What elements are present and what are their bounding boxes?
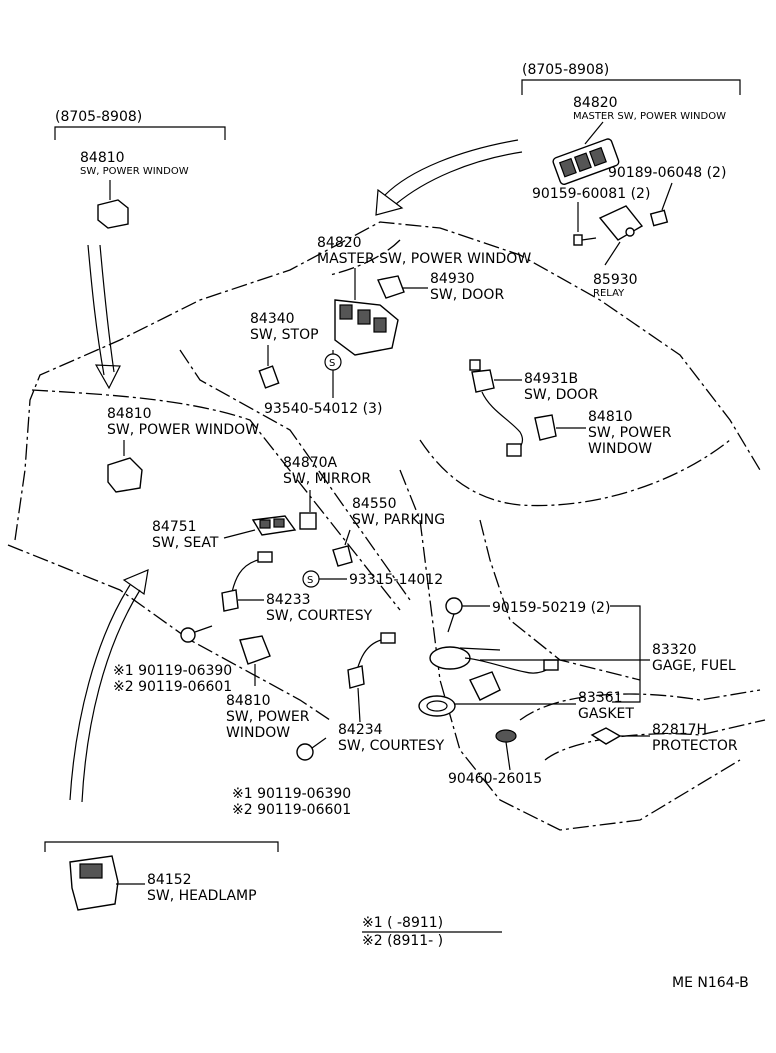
part-number: 84870A xyxy=(283,455,338,471)
part-number: 84930 xyxy=(430,271,475,287)
part-number: 90189-06048 (2) xyxy=(608,165,726,181)
plug-part xyxy=(495,729,517,771)
door-switch-b-part xyxy=(469,359,524,457)
range-bracket-top-right: (8705-8908) xyxy=(521,62,741,95)
svg-text:S: S xyxy=(307,575,313,586)
part-number: 84931B xyxy=(524,371,578,387)
range-bracket-bottom-left xyxy=(44,841,279,852)
parking-switch-part xyxy=(332,529,353,567)
power-window-switch-right-part xyxy=(534,414,586,441)
range-label: (8705-8908) xyxy=(55,109,142,125)
footnote-2: ※2 (8911- ) xyxy=(362,933,443,949)
protector-part xyxy=(590,727,650,745)
master-switch-top-part xyxy=(552,121,620,185)
part-name: SW, DOOR xyxy=(524,387,598,403)
part-number: 84234 xyxy=(338,722,383,738)
part-number: 90159-60081 (2) xyxy=(532,186,650,202)
range-bracket-top-left: (8705-8908) xyxy=(54,109,226,140)
part-name: SW, POWER xyxy=(588,425,672,441)
master-switch-main-part xyxy=(334,268,399,356)
part-name: SW, SEAT xyxy=(152,535,219,551)
courtesy-switch-a-part xyxy=(221,551,273,612)
stop-switch-part xyxy=(258,345,280,389)
part-name: SW, STOP xyxy=(250,327,319,343)
part-number: 84340 xyxy=(250,311,295,327)
door-switch-part xyxy=(377,275,428,299)
part-number: 84152 xyxy=(147,872,192,888)
part-number: 84233 xyxy=(266,592,311,608)
part-number: 84810 xyxy=(226,693,271,709)
body-outline xyxy=(7,221,766,831)
footnote-1: ※1 ( -8911) xyxy=(362,915,443,931)
part-number: 93315-14012 xyxy=(349,572,443,588)
part-name: GASKET xyxy=(578,706,634,722)
mirror-switch-part xyxy=(299,490,317,530)
part-number: ※1 90119-06390 xyxy=(113,663,232,679)
part-name: ※2 90119-06601 xyxy=(232,802,351,818)
part-number: 82817H xyxy=(652,722,707,738)
part-number: 84820 xyxy=(317,235,362,251)
relay-part xyxy=(598,205,644,266)
svg-text:S: S xyxy=(329,358,335,369)
footnotes: ※1 ( -8911) ※2 (8911- ) xyxy=(362,915,502,949)
part-name: GAGE, FUEL xyxy=(652,658,736,674)
screw-symbol: S xyxy=(324,350,342,398)
part-name: SW, COURTESY xyxy=(338,738,445,754)
part-number: 84810 xyxy=(588,409,633,425)
part-name: SW, PARKING xyxy=(352,512,445,528)
part-name: SW, POWER WINDOW xyxy=(80,166,189,177)
part-number: 83361 xyxy=(578,690,623,706)
leader-bracket xyxy=(610,605,641,703)
part-number: 84810 xyxy=(107,406,152,422)
gasket-part xyxy=(418,695,576,717)
bolt-part xyxy=(296,737,327,761)
range-label: (8705-8908) xyxy=(522,62,609,78)
power-window-switch-part xyxy=(97,180,129,229)
part-name: MASTER SW, POWER WINDOW xyxy=(317,251,531,267)
part-number: 93540-54012 (3) xyxy=(264,401,382,417)
part-name: SW, COURTESY xyxy=(266,608,373,624)
courtesy-switch-b-part xyxy=(347,632,396,723)
part-number: 90460-26015 xyxy=(448,771,542,787)
part-name: WINDOW xyxy=(588,441,652,457)
part-name: PROTECTOR xyxy=(652,738,738,754)
part-number: 84751 xyxy=(152,519,197,535)
seat-switch-part xyxy=(223,515,297,539)
diagram-code: ME N164-B xyxy=(672,975,749,991)
bolt-part xyxy=(180,625,213,643)
part-number: ※1 90119-06390 xyxy=(232,786,351,802)
part-name: WINDOW xyxy=(226,725,290,741)
part-number: 84810 xyxy=(80,150,125,166)
part-number: 84820 xyxy=(573,95,618,111)
part-number: 83320 xyxy=(652,642,697,658)
power-window-switch-lower-part xyxy=(239,635,271,686)
fuel-gage-part xyxy=(429,646,650,701)
part-name: SW, MIRROR xyxy=(283,471,371,487)
part-number: ※2 90119-06601 xyxy=(113,679,232,695)
part-name: SW, DOOR xyxy=(430,287,504,303)
power-window-switch-left-part xyxy=(107,440,143,493)
part-name: SW, HEADLAMP xyxy=(147,888,257,904)
part-name: RELAY xyxy=(593,288,625,299)
part-number: 85930 xyxy=(593,272,638,288)
screw-symbol: S xyxy=(302,570,347,588)
screw-part xyxy=(573,202,597,246)
screw-part xyxy=(445,597,490,633)
part-number: 90159-50219 (2) xyxy=(492,600,610,616)
clip-part xyxy=(649,182,673,227)
part-name: MASTER SW, POWER WINDOW xyxy=(573,111,726,122)
part-number: 84550 xyxy=(352,496,397,512)
part-name: SW, POWER WINDOW xyxy=(107,422,259,438)
headlamp-switch-part xyxy=(69,855,145,911)
part-name: SW, POWER xyxy=(226,709,310,725)
assembly-arrows xyxy=(69,139,523,803)
